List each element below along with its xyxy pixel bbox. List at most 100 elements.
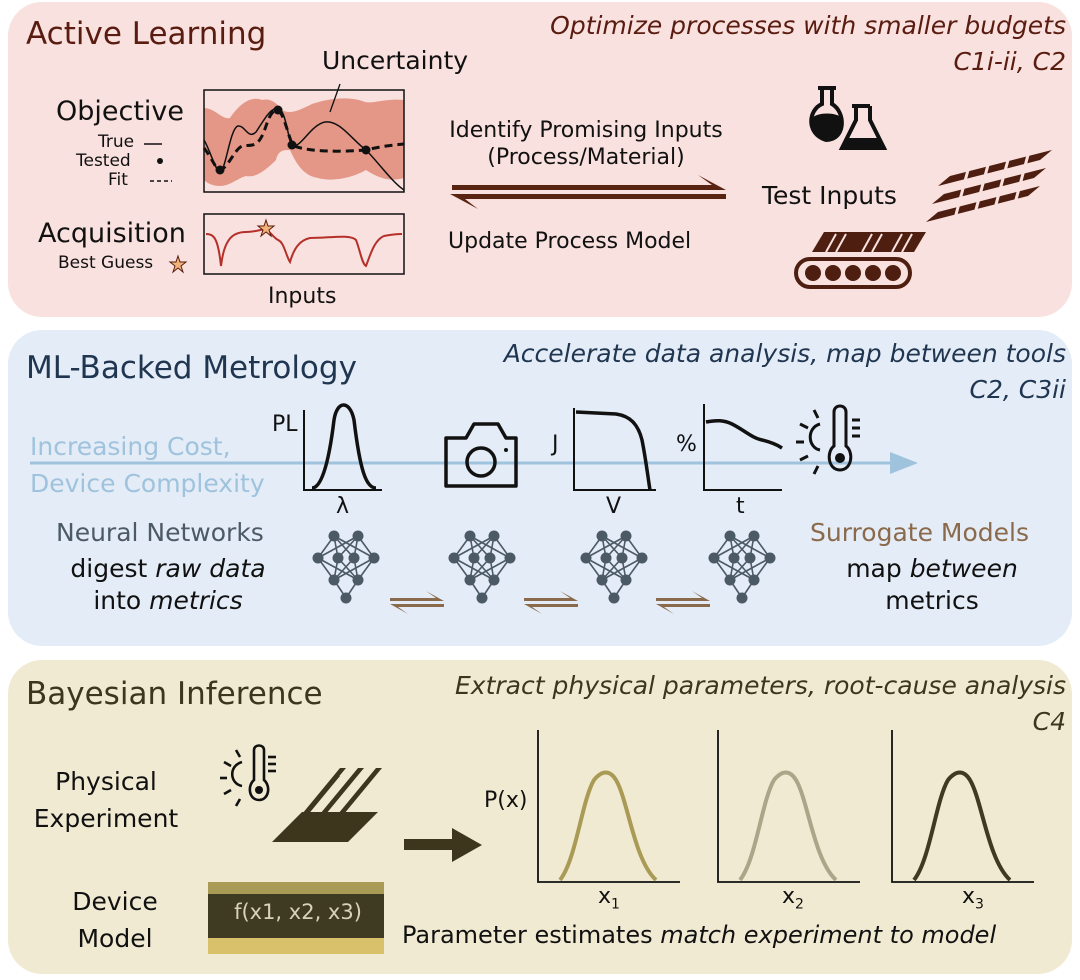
- tested-point: [287, 140, 297, 150]
- pl-spectrum-plot: [303, 403, 382, 491]
- v-axis-label: V: [606, 494, 622, 519]
- estimates-prefix: Parameter estimates: [402, 921, 661, 949]
- nn-node: [348, 552, 360, 564]
- acquisition-frame: [203, 213, 405, 275]
- nn-node: [748, 574, 760, 586]
- nn-edge: [469, 535, 511, 559]
- tested-point: [273, 105, 283, 115]
- nn-node: [488, 574, 500, 586]
- neural-network-icon: [448, 530, 516, 604]
- acquisition-curve: [205, 227, 403, 268]
- nn-edge: [469, 557, 511, 581]
- acquisition-plot: [203, 213, 405, 275]
- nn-node: [476, 592, 488, 604]
- device-line2: Model: [77, 924, 153, 953]
- pl-axis-label: PL: [272, 412, 298, 437]
- px-axis-label: P(x): [484, 788, 528, 813]
- nn-node: [708, 552, 720, 564]
- cost-complexity-label: Increasing Cost, Device Complexity: [30, 428, 265, 502]
- x2-subscript: 2: [795, 896, 804, 913]
- nn-node: [332, 552, 344, 564]
- map-italic: between: [909, 554, 1018, 583]
- nn-node: [368, 552, 380, 564]
- nn-edge: [453, 557, 495, 581]
- nn-edge: [601, 557, 643, 581]
- surrogate-exchange-arrow-icon: [390, 591, 444, 614]
- nn-node: [484, 552, 496, 564]
- best-guess-label: Best Guess: [58, 253, 154, 273]
- nn-node: [328, 530, 340, 542]
- nn-edge: [585, 557, 627, 581]
- bayesian-subtitle: Extract physical parameters, root-cause …: [455, 668, 1066, 740]
- sun-thermometer-icon: [220, 744, 276, 807]
- nn-node: [352, 530, 364, 542]
- metrology-subtitle-line1: Accelerate data analysis, map between to…: [503, 339, 1066, 368]
- test-inputs-label: Test Inputs: [762, 181, 897, 210]
- device-function-label: f(x1, x2, x3): [234, 900, 362, 924]
- process-loop-arrows: [450, 175, 726, 209]
- nn-edge: [317, 557, 359, 581]
- digest-text: digest raw data into metrics: [62, 553, 274, 617]
- neural-network-icon: [708, 530, 776, 604]
- identify-inputs-text: Identify Promising Inputs (Process/Mater…: [433, 117, 739, 171]
- x1-main: x: [598, 884, 612, 909]
- nn-node: [340, 592, 352, 604]
- nn-node: [616, 552, 628, 564]
- neural-network-icon: [580, 530, 648, 604]
- x3-subscript: 3: [975, 896, 984, 913]
- x2-axis-label: x2: [782, 884, 804, 912]
- nn-node: [504, 552, 516, 564]
- active-learning-subtitle: Optimize processes with smaller budgets …: [550, 8, 1066, 80]
- into-line: into metrics: [62, 585, 274, 617]
- nn-node: [736, 592, 748, 604]
- nn-edge: [453, 535, 495, 559]
- acquisition-label: Acquisition: [38, 218, 186, 249]
- nn-node: [620, 574, 632, 586]
- surrogate-exchange-arrow-icon: [524, 591, 578, 614]
- into-prefix: into: [93, 586, 150, 615]
- device-model-stack: [208, 882, 384, 954]
- nn-node: [464, 530, 476, 542]
- nn-node: [596, 530, 608, 542]
- lambda-axis-label: λ: [336, 494, 350, 519]
- uncertainty-band: [204, 98, 404, 186]
- uncertainty-pointer: [329, 83, 341, 113]
- nn-node: [464, 574, 476, 586]
- nn-node: [488, 530, 500, 542]
- uncertainty-label: Uncertainty: [322, 46, 469, 75]
- substrate-grid-icon: [926, 150, 1052, 223]
- nn-node: [620, 530, 632, 542]
- physical-line1: Physical: [55, 767, 157, 796]
- t-axis-label: t: [736, 494, 745, 519]
- best-guess-marker-icon: [256, 218, 276, 238]
- digest-italic: raw data: [155, 554, 266, 583]
- jv-curve-plot: [573, 408, 656, 491]
- posterior-plot-x1: [537, 730, 680, 883]
- metrics-line: metrics: [885, 586, 979, 615]
- physical-experiment-label: Physical Experiment: [28, 763, 184, 837]
- map-between-text: map between metrics: [826, 553, 1038, 617]
- update-model-text: Update Process Model: [448, 229, 692, 254]
- nn-node: [608, 592, 620, 604]
- nn-edge: [713, 557, 755, 581]
- nn-node: [352, 574, 364, 586]
- surrogate-exchange-arrow-icon: [656, 591, 710, 614]
- degradation-plot: [703, 404, 783, 491]
- objective-plot: [202, 83, 405, 193]
- nn-edge: [729, 557, 771, 581]
- nn-node: [600, 552, 612, 564]
- device-line1: Device: [72, 887, 158, 916]
- map-line: map between: [826, 553, 1038, 585]
- tested-point: [215, 165, 225, 175]
- x1-subscript: 1: [611, 896, 620, 913]
- into-italic: metrics: [149, 586, 243, 615]
- metrology-panel: [8, 330, 1072, 646]
- inputs-axis-label: Inputs: [268, 284, 337, 309]
- metrology-subtitle: Accelerate data analysis, map between to…: [504, 336, 1066, 408]
- nn-node: [448, 552, 460, 564]
- lab-flasks-icon: [809, 86, 888, 150]
- nn-node: [748, 530, 760, 542]
- best-guess-star-icon: [168, 254, 188, 274]
- map-prefix: map: [846, 554, 910, 583]
